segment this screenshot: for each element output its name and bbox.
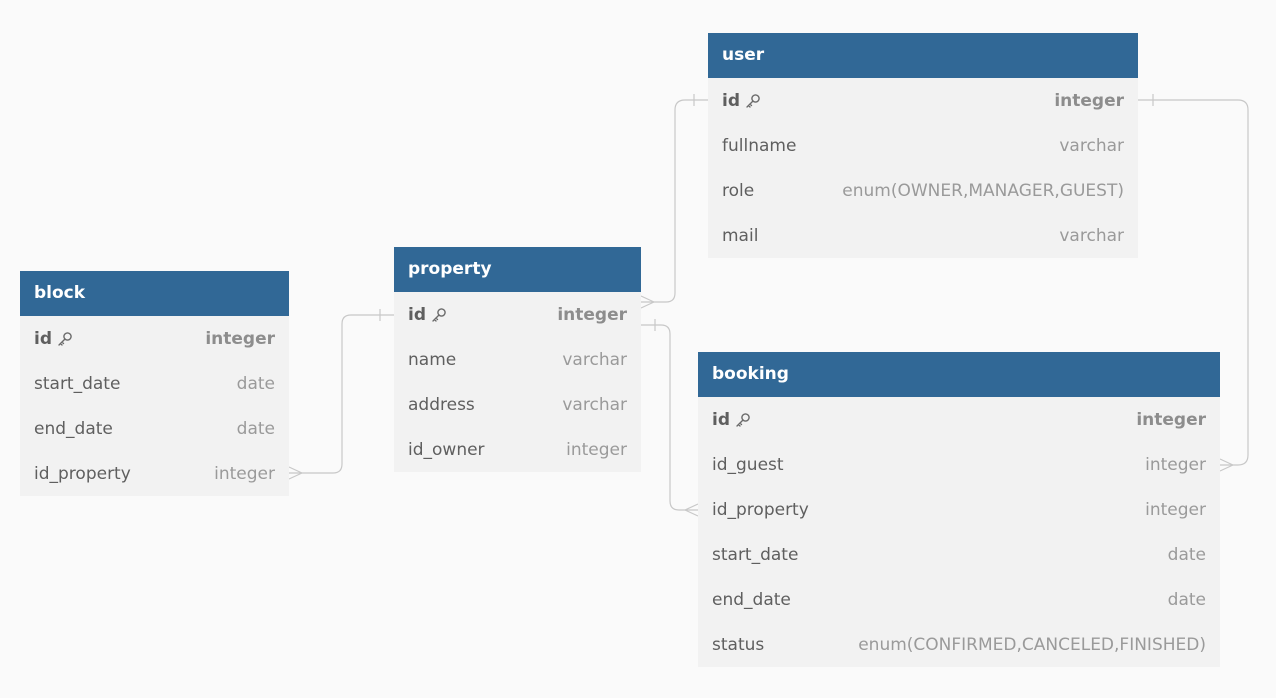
key-icon xyxy=(746,93,760,108)
column-row[interactable]: id integer xyxy=(698,397,1220,442)
column-type: enum(OWNER,MANAGER,GUEST) xyxy=(842,180,1124,201)
key-icon xyxy=(736,412,750,427)
crowfoot-booking-property xyxy=(684,503,699,517)
column-name: address xyxy=(408,394,475,415)
column-type: integer xyxy=(1145,454,1206,475)
column-name: fullname xyxy=(722,135,797,156)
crowfoot-booking-user xyxy=(1219,458,1234,472)
column-name: start_date xyxy=(712,544,799,565)
column-type: enum(CONFIRMED,CANCELED,FINISHED) xyxy=(858,634,1206,655)
column-name: status xyxy=(712,634,765,655)
column-row[interactable]: id_property integer xyxy=(698,487,1220,532)
column-row[interactable]: id integer xyxy=(394,292,641,337)
column-row[interactable]: end_date date xyxy=(698,577,1220,622)
column-name: role xyxy=(722,180,755,201)
column-row[interactable]: id_owner integer xyxy=(394,427,641,472)
column-name: id_property xyxy=(34,463,131,484)
column-type: date xyxy=(236,373,275,394)
column-type: integer xyxy=(1054,90,1124,111)
column-name: end_date xyxy=(712,589,791,610)
column-name: id xyxy=(34,328,52,349)
column-type: integer xyxy=(557,304,627,325)
column-type: integer xyxy=(1136,409,1206,430)
column-row[interactable]: id integer xyxy=(20,316,289,361)
table-header[interactable]: user xyxy=(708,33,1138,78)
connector-block-property xyxy=(289,314,394,474)
crowfoot-block-property xyxy=(288,466,303,480)
table-header[interactable]: property xyxy=(394,247,641,292)
column-row[interactable]: id integer xyxy=(708,78,1138,123)
column-type: integer xyxy=(1145,499,1206,520)
connector-booking-property xyxy=(641,324,698,511)
connector-property-user xyxy=(641,99,708,303)
table-user[interactable]: user id integer fullname varchar role en… xyxy=(708,33,1138,258)
column-name: start_date xyxy=(34,373,121,394)
column-type: date xyxy=(236,418,275,439)
column-row[interactable]: role enum(OWNER,MANAGER,GUEST) xyxy=(708,168,1138,213)
column-row[interactable]: id_property integer xyxy=(20,451,289,496)
column-name: end_date xyxy=(34,418,113,439)
table-booking[interactable]: booking id integer id_guest integer id_p… xyxy=(698,352,1220,667)
column-row[interactable]: status enum(CONFIRMED,CANCELED,FINISHED) xyxy=(698,622,1220,667)
column-name: id_property xyxy=(712,499,809,520)
column-type: varchar xyxy=(1059,225,1124,246)
column-type: integer xyxy=(566,439,627,460)
column-type: varchar xyxy=(1059,135,1124,156)
column-name: id xyxy=(712,409,730,430)
crowfoot-property-user xyxy=(640,295,655,309)
column-name: name xyxy=(408,349,457,370)
column-row[interactable]: name varchar xyxy=(394,337,641,382)
column-name: id xyxy=(408,304,426,325)
key-icon xyxy=(432,307,446,322)
column-type: date xyxy=(1167,544,1206,565)
table-property[interactable]: property id integer name varchar address… xyxy=(394,247,641,472)
column-type: varchar xyxy=(562,394,627,415)
column-type: integer xyxy=(205,328,275,349)
column-row[interactable]: id_guest integer xyxy=(698,442,1220,487)
column-type: varchar xyxy=(562,349,627,370)
table-block[interactable]: block id integer start_date date end_dat… xyxy=(20,271,289,496)
column-name: id xyxy=(722,90,740,111)
column-row[interactable]: mail varchar xyxy=(708,213,1138,258)
column-row[interactable]: address varchar xyxy=(394,382,641,427)
column-name: mail xyxy=(722,225,759,246)
column-name: id_owner xyxy=(408,439,485,460)
key-icon xyxy=(58,331,72,346)
column-row[interactable]: start_date date xyxy=(20,361,289,406)
table-header[interactable]: booking xyxy=(698,352,1220,397)
column-row[interactable]: start_date date xyxy=(698,532,1220,577)
column-name: id_guest xyxy=(712,454,784,475)
column-type: integer xyxy=(214,463,275,484)
column-row[interactable]: fullname varchar xyxy=(708,123,1138,168)
table-header[interactable]: block xyxy=(20,271,289,316)
column-type: date xyxy=(1167,589,1206,610)
column-row[interactable]: end_date date xyxy=(20,406,289,451)
